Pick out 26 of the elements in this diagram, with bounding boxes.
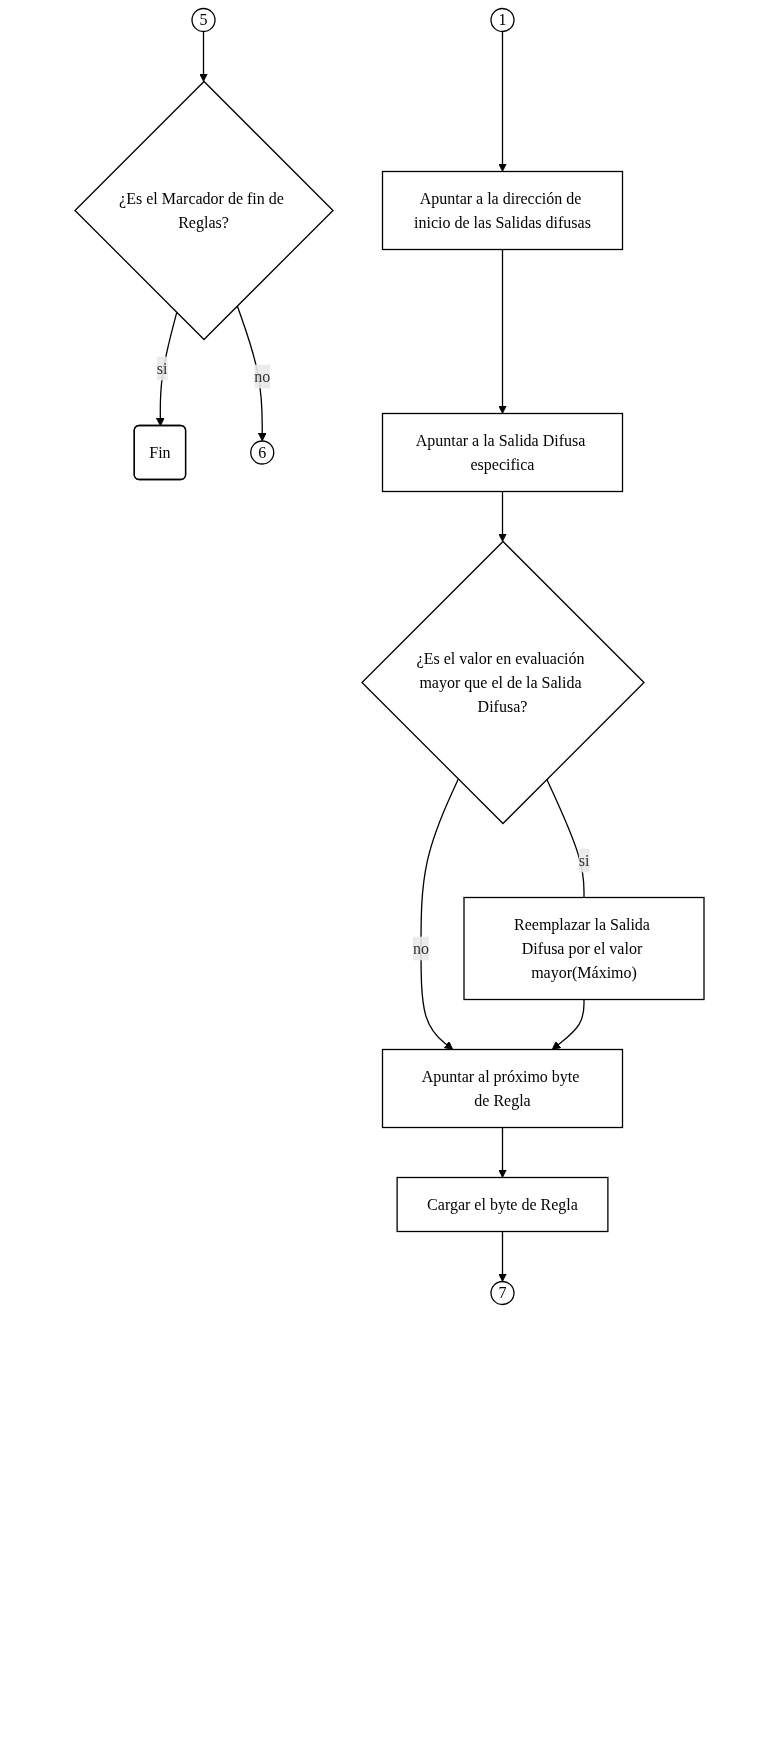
arrow — [236, 305, 267, 442]
edge-label: si — [156, 359, 167, 377]
node-box: Reemplazar la Salida Difusa por el valor mayor(Máximo) — [462, 896, 705, 1001]
arrow — [497, 248, 507, 414]
node-diamond: ¿Es el Marcador de fin de Reglas? — [73, 80, 334, 341]
arrow — [419, 778, 459, 1050]
node-box: Apuntar a la Salida Difusa especifica — [381, 412, 623, 493]
arrow — [497, 490, 507, 542]
node-circle: 5 — [190, 7, 216, 33]
node-box: Apuntar a la dirección de inicio de las Salidas difusas — [381, 170, 623, 251]
arrow — [198, 30, 208, 82]
arrow — [497, 1230, 507, 1282]
node-circle: 7 — [489, 1280, 515, 1306]
node-circle: 1 — [489, 7, 515, 33]
edge-label: si — [578, 851, 589, 869]
connector — [545, 778, 585, 899]
node-box: Cargar el byte de Regla — [395, 1176, 609, 1233]
node-diamond: ¿Es el valor en evaluación mayor que el de la Salida Difusa? — [360, 540, 645, 825]
arrow — [497, 1126, 507, 1178]
edge-label: no — [412, 939, 429, 957]
edge-label: no — [253, 367, 270, 385]
arrow — [155, 312, 177, 427]
node-box: Apuntar al próximo byte de Regla — [381, 1048, 623, 1129]
node-circle: 6 — [249, 440, 274, 465]
arrow — [551, 998, 585, 1050]
arrow — [497, 30, 507, 172]
